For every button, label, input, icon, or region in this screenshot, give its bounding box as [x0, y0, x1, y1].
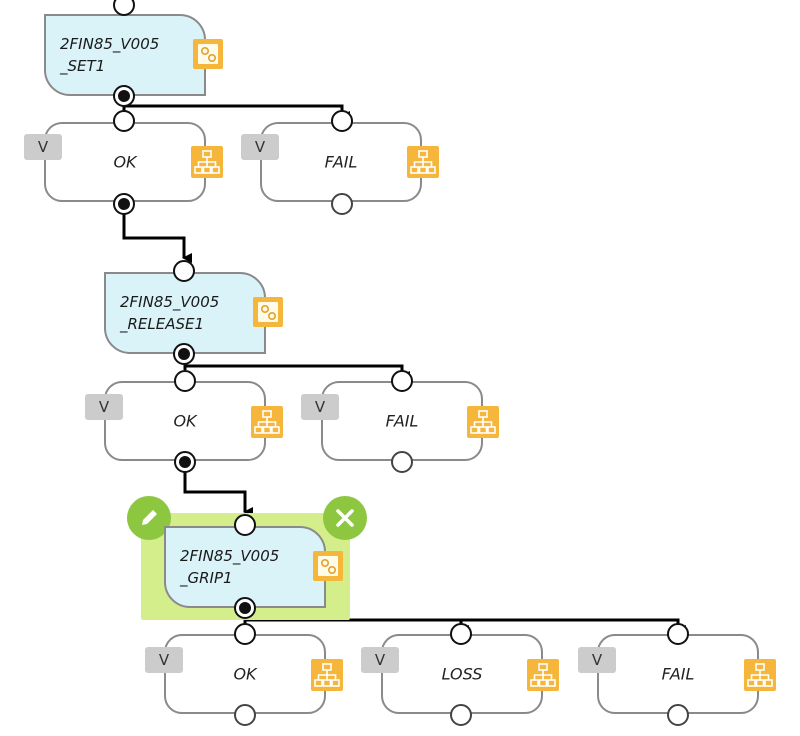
outcome-set1-ok[interactable]: OK	[44, 122, 206, 202]
hierarchy-icon[interactable]	[744, 659, 776, 691]
output-port-grip1-loss[interactable]	[450, 704, 472, 726]
pencil-icon	[142, 510, 157, 525]
wire-grip1-loss	[245, 618, 469, 635]
outcome-label: FAIL	[385, 411, 419, 431]
input-port-grip1-fail[interactable]	[667, 623, 689, 645]
wire-set1ok-release1	[122, 205, 192, 263]
node-title-line1: 2FIN85_V005	[120, 293, 220, 311]
function-node-grip1[interactable]: 2FIN85_V005 _GRIP1	[164, 526, 326, 608]
input-port-set1[interactable]	[113, 0, 135, 16]
variable-badge[interactable]: V	[85, 394, 123, 420]
output-port-release1-fail[interactable]	[391, 451, 413, 473]
edit-button[interactable]	[127, 496, 171, 540]
hierarchy-icon[interactable]	[527, 659, 559, 691]
output-port-grip1-fail[interactable]	[667, 704, 689, 726]
node-title-line2: _GRIP1	[180, 569, 233, 587]
outcome-label: OK	[173, 411, 197, 431]
settings-gear-icon[interactable]	[313, 551, 343, 581]
wire-release1-fail	[185, 364, 410, 381]
hierarchy-icon[interactable]	[467, 406, 499, 438]
node-title-line1: 2FIN85_V005	[180, 547, 280, 565]
output-port-set1-ok[interactable]	[113, 193, 135, 215]
node-title-line1: 2FIN85_V005	[60, 35, 160, 53]
variable-badge[interactable]: V	[578, 647, 616, 673]
output-port-set1-fail[interactable]	[331, 193, 353, 215]
outcome-label: FAIL	[324, 152, 358, 172]
variable-badge[interactable]: V	[24, 134, 62, 160]
outcome-grip1-ok[interactable]: OK	[164, 634, 326, 714]
settings-gear-icon[interactable]	[193, 39, 223, 69]
wire-release1ok-grip1	[183, 462, 253, 517]
outcome-label: FAIL	[661, 664, 695, 684]
outcome-release1-fail[interactable]: FAIL	[321, 381, 483, 461]
delete-button[interactable]	[323, 496, 367, 540]
hierarchy-icon[interactable]	[191, 146, 223, 178]
variable-badge[interactable]: V	[241, 134, 279, 160]
hierarchy-icon[interactable]	[251, 406, 283, 438]
wire-set1-fail	[124, 104, 350, 121]
outcome-grip1-loss[interactable]: LOSS	[381, 634, 543, 714]
hierarchy-icon[interactable]	[311, 659, 343, 691]
outcome-label: OK	[233, 664, 257, 684]
node-title-line2: _RELEASE1	[120, 315, 205, 333]
output-port-grip1[interactable]	[234, 597, 256, 619]
close-icon	[336, 509, 354, 527]
outcome-label: OK	[113, 152, 137, 172]
outcome-label: LOSS	[441, 664, 483, 684]
outcome-grip1-fail[interactable]: FAIL	[597, 634, 759, 714]
outcome-release1-ok[interactable]: OK	[104, 381, 266, 461]
input-port-release1[interactable]	[173, 260, 195, 282]
node-title-line2: _SET1	[60, 57, 106, 75]
variable-badge[interactable]: V	[145, 647, 183, 673]
variable-badge[interactable]: V	[301, 394, 339, 420]
input-port-set1-ok[interactable]	[113, 110, 135, 132]
input-port-release1-ok[interactable]	[174, 370, 196, 392]
input-port-grip1-loss[interactable]	[450, 623, 472, 645]
output-port-grip1-ok[interactable]	[234, 704, 256, 726]
function-node-set1[interactable]: 2FIN85_V005 _SET1	[44, 14, 206, 96]
function-node-release1[interactable]: 2FIN85_V005 _RELEASE1	[104, 272, 266, 354]
input-port-grip1-ok[interactable]	[234, 623, 256, 645]
settings-gear-icon[interactable]	[253, 297, 283, 327]
input-port-set1-fail[interactable]	[331, 110, 353, 132]
hierarchy-icon[interactable]	[407, 146, 439, 178]
input-port-grip1[interactable]	[234, 514, 256, 536]
output-port-set1[interactable]	[113, 85, 135, 107]
output-port-release1[interactable]	[173, 343, 195, 365]
outcome-set1-fail[interactable]: FAIL	[260, 122, 422, 202]
variable-badge[interactable]: V	[361, 647, 399, 673]
input-port-release1-fail[interactable]	[391, 370, 413, 392]
output-port-release1-ok[interactable]	[174, 451, 196, 473]
